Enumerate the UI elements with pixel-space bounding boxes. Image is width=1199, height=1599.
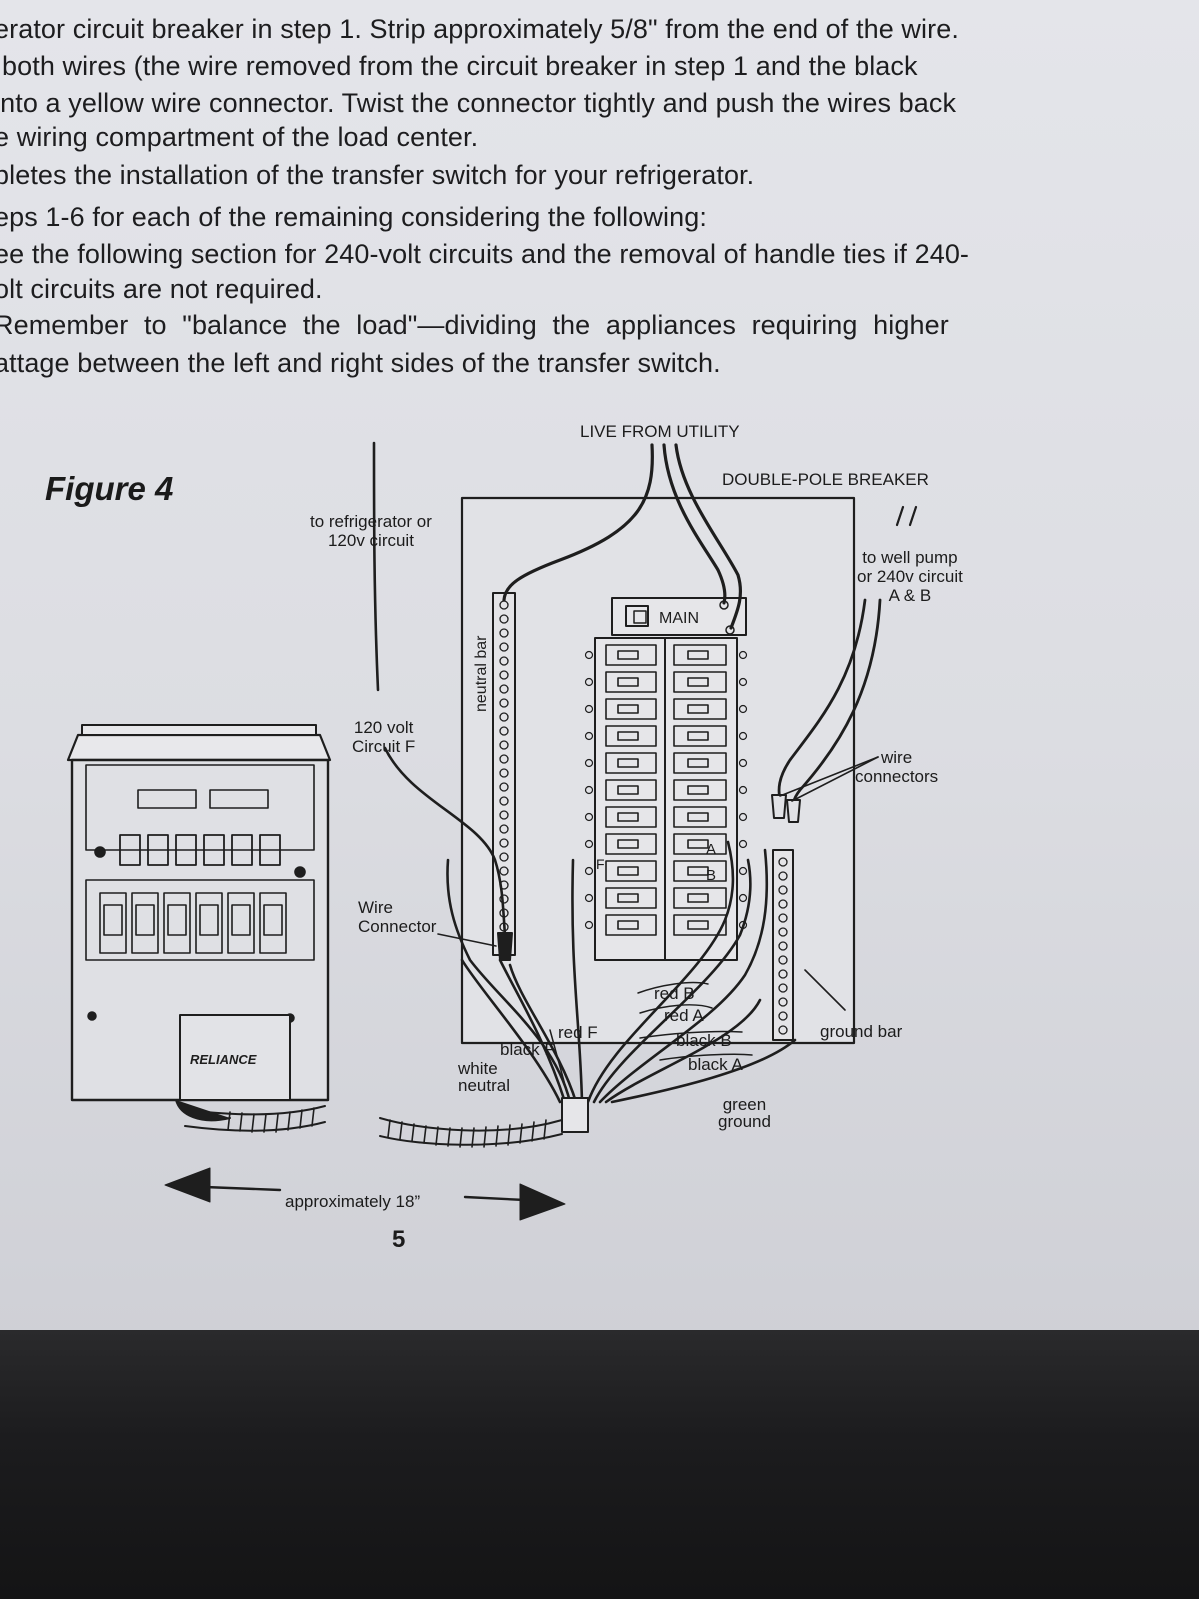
instruction-line-7: ee the following section for 240-volt ci…: [0, 239, 970, 269]
to-refrigerator-label: to refrigerator or 120v circuit: [310, 512, 432, 550]
wiring-diagram: neutral bar MAIN A B F RELIANCE: [66, 441, 879, 1221]
red-b-label: red B: [654, 984, 695, 1003]
neutral-bar-label: neutral bar: [473, 635, 490, 712]
branch-wires: [446, 840, 797, 1104]
distance-arrow: [164, 1167, 566, 1221]
white-neutral-line-2: neutral: [458, 1076, 510, 1095]
wire-connectors-line-1: wire: [881, 748, 913, 767]
breaker-a-label: A: [706, 841, 716, 858]
breaker-b-label: B: [706, 867, 716, 884]
instruction-line-5: pletes the installation of the transfer …: [0, 160, 755, 190]
green-ground-label: green ground: [718, 1096, 771, 1130]
instruction-line-3: into a yellow wire connector. Twist the …: [0, 88, 957, 118]
instruction-line-8: olt circuits are not required.: [0, 274, 323, 304]
live-from-utility-label: LIVE FROM UTILITY: [580, 422, 740, 441]
dark-background: [0, 1330, 1199, 1599]
red-a-label: red A: [664, 1006, 704, 1025]
page-number: 5: [392, 1226, 406, 1253]
instruction-line-6: eps 1-6 for each of the remaining consid…: [0, 202, 707, 232]
utility-feed-wires: [502, 443, 743, 630]
circuit-f-wire: [383, 746, 507, 937]
green-ground-line-2: ground: [718, 1112, 771, 1131]
manual-page: erator circuit breaker in step 1. Strip …: [0, 0, 1199, 1340]
neutral-bar: [492, 592, 516, 956]
transfer-switch: [66, 724, 332, 1122]
double-pole-breaker-label: DOUBLE-POLE BREAKER: [722, 470, 929, 489]
wire-connectors-label: wire connectors: [855, 748, 938, 786]
wire-connectors-line-2: connectors: [855, 767, 939, 786]
black-b-label: black B: [676, 1031, 732, 1050]
red-f-label: red F: [558, 1023, 598, 1042]
wire-connector-line-2: Connector: [358, 917, 437, 936]
to-well-pump-line-1: to well pump: [862, 548, 958, 567]
wire-connector-line-1: Wire: [358, 898, 393, 917]
ground-bar: [772, 849, 794, 1041]
green-ground-line-1: green: [722, 1095, 767, 1114]
wire-connector-label: Wire Connector: [358, 898, 436, 936]
instruction-line-10: attage between the left and right sides …: [0, 348, 721, 378]
distance-label: approximately 18”: [285, 1192, 421, 1211]
to-well-pump-line-2: or 240v circuit: [857, 567, 963, 586]
white-neutral-label: white neutral: [458, 1060, 510, 1094]
conduit-coil: [184, 1097, 589, 1148]
circuit-f-line-2: Circuit F: [352, 737, 416, 756]
ground-bar-label: ground bar: [820, 1022, 903, 1041]
black-a-label: black A: [688, 1055, 743, 1074]
pointer-lines: [437, 756, 879, 1011]
black-f-label: black F: [500, 1040, 555, 1059]
instruction-line-9: Remember to "balance the load"—dividing …: [0, 310, 949, 340]
white-neutral-line-1: white: [458, 1059, 498, 1078]
breaker-f-label: F: [596, 856, 605, 872]
to-well-pump-line-3: A & B: [888, 586, 932, 605]
circuit-f-label: 120 volt Circuit F: [352, 718, 415, 756]
to-refrigerator-line-2: 120v circuit: [327, 531, 414, 550]
wire-connector-icon: [497, 794, 801, 961]
main-breaker-label: MAIN: [659, 610, 699, 627]
figure-title: Figure 4: [45, 470, 174, 507]
wire-label-leaders: [549, 981, 753, 1086]
brand-logo: RELIANCE: [190, 1052, 257, 1067]
to-well-pump-label: to well pump or 240v circuit A & B: [857, 548, 963, 605]
breaker-panel: [584, 637, 748, 961]
refrigerator-wire: [372, 441, 380, 692]
to-refrigerator-line-1: to refrigerator or: [310, 512, 432, 531]
instruction-line-2: both wires (the wire removed from the ci…: [2, 51, 918, 81]
circuit-f-line-1: 120 volt: [353, 718, 414, 737]
instruction-line-4: e wiring compartment of the load center.: [0, 122, 479, 152]
instruction-line-1: erator circuit breaker in step 1. Strip …: [0, 14, 959, 44]
